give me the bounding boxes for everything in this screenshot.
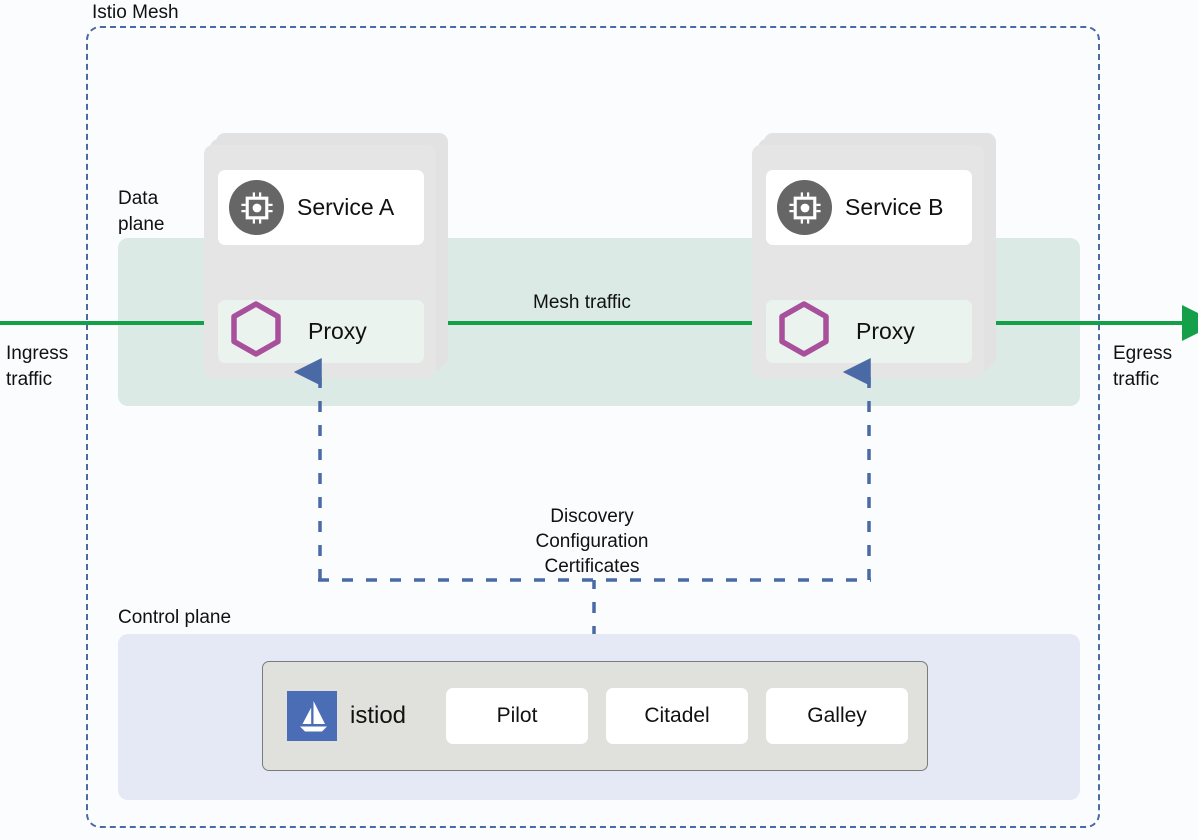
service-b-label: Service B: [845, 194, 944, 220]
data-plane-label: Data plane: [118, 188, 165, 235]
cpu-chip-icon: [777, 180, 832, 235]
proxy-b-label: Proxy: [856, 318, 915, 344]
cpu-chip-icon: [229, 180, 284, 235]
pod-service-b: Service B Proxy: [752, 133, 996, 378]
istiod-brand: istiod: [287, 691, 406, 741]
proxy-a-box[interactable]: Proxy: [218, 300, 424, 363]
service-a-label: Service A: [297, 194, 395, 220]
ingress-traffic-label: Ingress traffic: [6, 343, 69, 390]
control-plane-label: Control plane: [118, 607, 232, 628]
component-galley[interactable]: Galley: [766, 688, 909, 744]
pod-card-front: Service A Proxy: [204, 145, 436, 378]
pod-card-front: Service B Proxy: [752, 145, 984, 378]
component-citadel[interactable]: Citadel: [606, 688, 749, 744]
proxy-a-label: Proxy: [308, 318, 367, 344]
service-a-box[interactable]: Service A: [218, 170, 424, 245]
istiod-label: istiod: [350, 702, 407, 729]
control-channel-label: Discovery Configuration Certificates: [535, 506, 649, 577]
hexagon-icon: [778, 301, 830, 362]
service-b-box[interactable]: Service B: [766, 170, 972, 245]
mesh-traffic-label: Mesh traffic: [533, 292, 631, 313]
proxy-b-box[interactable]: Proxy: [766, 300, 972, 363]
egress-traffic-label: Egress traffic: [1113, 343, 1173, 390]
pod-service-a: Service A Proxy: [204, 133, 448, 378]
istiod-components: Pilot Citadel Galley: [428, 688, 909, 744]
istio-mesh-title: Istio Mesh: [86, 2, 185, 24]
component-pilot[interactable]: Pilot: [446, 688, 589, 744]
hexagon-icon: [230, 301, 282, 362]
istio-mesh-boundary: [86, 26, 1100, 828]
istio-sail-logo-icon: [287, 691, 337, 741]
istiod-container[interactable]: istiod Pilot Citadel Galley: [262, 661, 928, 771]
